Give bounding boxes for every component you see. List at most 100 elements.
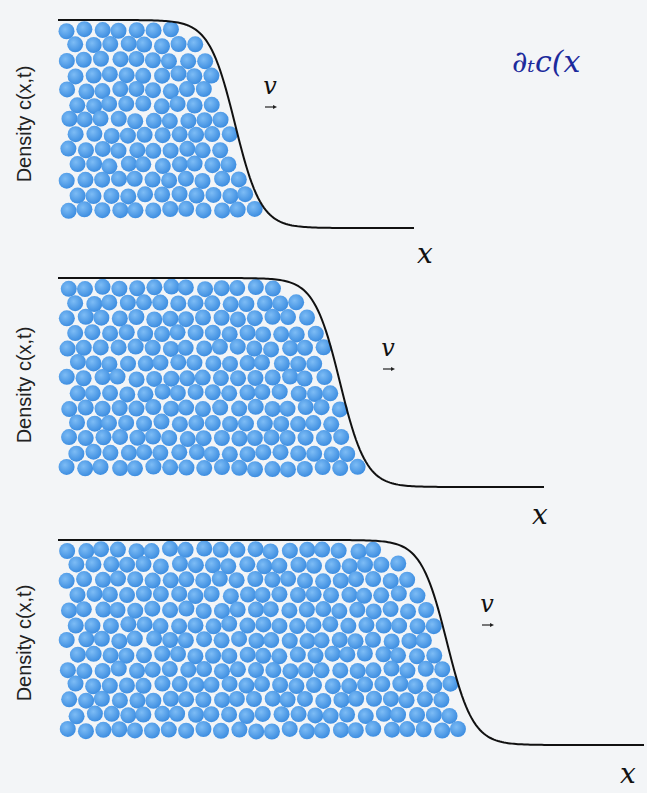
particle: [426, 618, 442, 634]
particle: [195, 692, 211, 708]
particle: [120, 616, 136, 632]
particle: [373, 587, 389, 603]
particle: [196, 340, 212, 356]
particle: [229, 691, 245, 707]
particle: [101, 294, 117, 310]
particle: [195, 310, 211, 326]
particle: [171, 444, 187, 460]
particle: [76, 571, 92, 587]
particle: [93, 111, 109, 127]
particle: [102, 66, 118, 82]
particle: [189, 187, 205, 203]
particle: [77, 172, 93, 188]
particle: [391, 618, 407, 634]
particle: [333, 722, 349, 738]
particle: [170, 295, 186, 311]
particle: [93, 339, 109, 355]
particle: [161, 722, 177, 738]
particle: [248, 541, 264, 557]
particle: [171, 36, 187, 52]
particle: [155, 127, 171, 143]
particle: [265, 691, 281, 707]
particle: [229, 280, 245, 296]
particle: [111, 339, 127, 355]
particle: [213, 723, 229, 739]
particle: [104, 706, 120, 722]
particle: [384, 722, 400, 738]
particle: [61, 203, 77, 219]
particle: [155, 384, 171, 400]
particle: [282, 369, 298, 385]
particle: [76, 52, 92, 68]
particle: [170, 385, 186, 401]
particle: [357, 646, 373, 662]
particle: [155, 158, 171, 174]
particle: [322, 385, 338, 401]
particle: [248, 602, 264, 618]
particle: [170, 66, 186, 82]
particle: [230, 601, 246, 617]
particle: [104, 128, 120, 144]
particle: [365, 721, 381, 737]
particle: [78, 631, 94, 647]
particle: [238, 678, 254, 694]
particle: [383, 691, 399, 707]
particle: [333, 692, 349, 708]
particle: [70, 156, 86, 172]
particle: [212, 142, 228, 158]
particle: [282, 543, 298, 559]
particle: [112, 460, 128, 476]
particle: [223, 296, 239, 312]
particle: [282, 633, 298, 649]
particle: [230, 202, 246, 218]
particle: [86, 646, 102, 662]
particle: [264, 429, 280, 445]
particle: [78, 723, 94, 739]
particle: [248, 279, 264, 295]
particle: [298, 430, 314, 446]
particle: [264, 572, 280, 588]
particle: [119, 587, 135, 603]
particle: [136, 416, 152, 432]
particle: [170, 324, 186, 340]
particle: [84, 324, 100, 340]
particle: [112, 202, 128, 218]
particle: [299, 723, 315, 739]
particle: [102, 445, 118, 461]
particle: [137, 186, 153, 202]
particle: [434, 661, 450, 677]
particle: [103, 647, 119, 663]
particle: [112, 429, 128, 445]
particle: [410, 618, 426, 634]
particle: [188, 127, 204, 143]
particle: [95, 22, 111, 38]
particle: [163, 21, 179, 37]
particle: [331, 603, 347, 619]
particle: [78, 142, 94, 158]
particle: [135, 96, 151, 112]
particle: [331, 543, 347, 559]
particle: [213, 112, 229, 128]
particle: [153, 586, 169, 602]
particle: [180, 431, 196, 447]
particle: [341, 587, 357, 603]
particle: [222, 676, 238, 692]
particle: [383, 661, 399, 677]
particle: [332, 662, 348, 678]
particle: [87, 586, 103, 602]
particle: [263, 632, 279, 648]
particle: [145, 662, 161, 678]
particle: [121, 156, 137, 172]
particle: [204, 295, 220, 311]
particle: [237, 186, 253, 202]
particle: [70, 354, 86, 370]
particle: [110, 571, 126, 587]
particle: [120, 295, 136, 311]
particle: [213, 542, 229, 558]
particle: [170, 96, 186, 112]
particle: [77, 281, 93, 297]
particle: [263, 601, 279, 617]
particle: [163, 572, 179, 588]
particle: [188, 384, 204, 400]
